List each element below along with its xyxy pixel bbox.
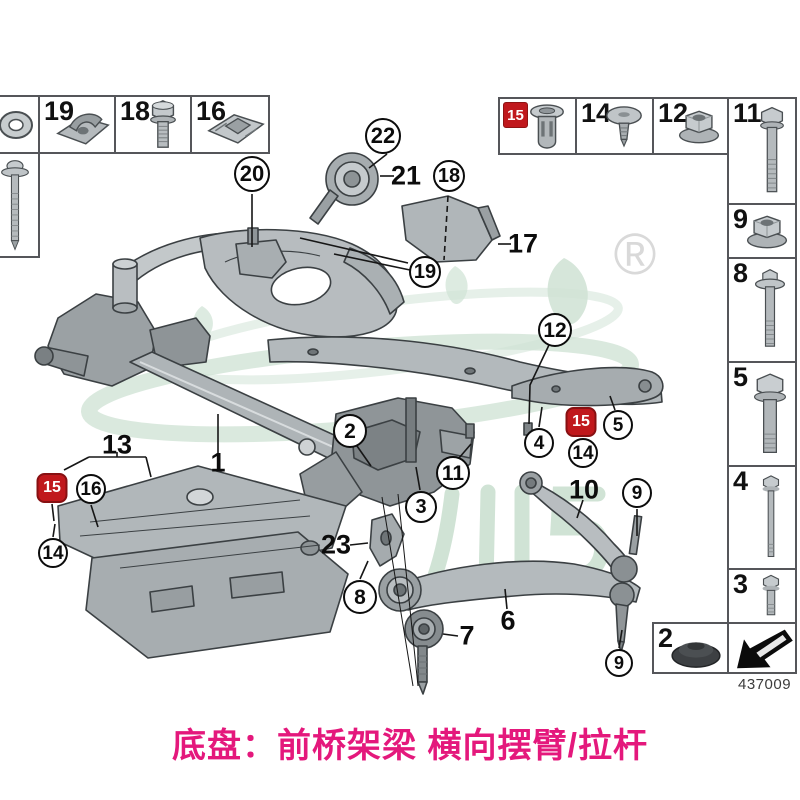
callout-circle-2: 2 <box>333 414 367 448</box>
leader-lines <box>51 153 638 687</box>
legend-cell-12: 12 <box>652 97 729 155</box>
callout-circle-14: 14 <box>568 438 598 468</box>
callout-label-10: 10 <box>568 474 600 505</box>
callout-label-17: 17 <box>507 228 539 259</box>
caption: 底盘：前桥架梁 横向摆臂/拉杆 <box>172 727 648 765</box>
callout-label-21: 21 <box>390 160 422 191</box>
part-number: 4 <box>733 466 749 496</box>
callout-circle-3: 3 <box>405 491 437 523</box>
red-part-badge: 15 <box>503 102 528 128</box>
legend-cell-11: 11 <box>727 97 797 205</box>
legend-cell-long-bolt <box>0 152 40 258</box>
callout-circle-16: 16 <box>76 474 106 504</box>
part-number: 3 <box>733 569 749 599</box>
part-number: 9 <box>733 204 749 234</box>
callout-circle-14: 14 <box>38 538 68 568</box>
callout-circle-18: 18 <box>433 160 465 192</box>
legend-cell-15: 15 <box>498 97 577 155</box>
callout-circle-22: 22 <box>365 118 401 154</box>
part-number: 18 <box>120 96 151 126</box>
legend-cell-4: 4 <box>727 465 797 570</box>
callout-circle-20: 20 <box>234 156 270 192</box>
subframe-parts <box>34 152 664 695</box>
legend-cell-direction <box>727 622 797 674</box>
drawing-number: 437009 <box>738 676 792 693</box>
callout-circle-4: 4 <box>524 428 554 458</box>
callout-label-23: 23 <box>320 529 352 560</box>
legend-cell-5: 5 <box>727 361 797 467</box>
part-number: 12 <box>658 98 689 128</box>
callout-label-1: 1 <box>210 447 226 478</box>
part-number: 8 <box>733 258 749 288</box>
legend-cell-19: 19 <box>38 95 116 154</box>
legend-cell-2: 2 <box>652 622 729 674</box>
part-number: 16 <box>196 96 227 126</box>
part-number: 19 <box>44 96 75 126</box>
callout-circle-5: 5 <box>603 410 633 440</box>
part-number: 5 <box>733 362 749 392</box>
legend-cell-18: 18 <box>114 95 192 154</box>
callout-circle-8: 8 <box>343 580 377 614</box>
legend-cell-8: 8 <box>727 257 797 363</box>
part-number: 11 <box>733 98 762 128</box>
legend-cell-16: 16 <box>190 95 270 154</box>
callout-red-badge-15: 15 <box>36 473 68 503</box>
callout-circle-9: 9 <box>605 649 633 677</box>
callout-circle-19: 19 <box>409 256 441 288</box>
callout-label-7: 7 <box>459 620 475 651</box>
callout-label-13: 13 <box>101 429 133 460</box>
callout-red-badge-15: 15 <box>565 407 597 437</box>
callout-circle-12: 12 <box>538 313 572 347</box>
callout-circle-9: 9 <box>622 478 652 508</box>
callout-label-6: 6 <box>500 605 516 636</box>
part-number: 14 <box>581 98 612 128</box>
registered-mark: ® <box>614 222 657 287</box>
part-number: 2 <box>658 623 674 653</box>
legend-cell-washer <box>0 95 40 154</box>
callout-circle-11: 11 <box>436 456 470 490</box>
